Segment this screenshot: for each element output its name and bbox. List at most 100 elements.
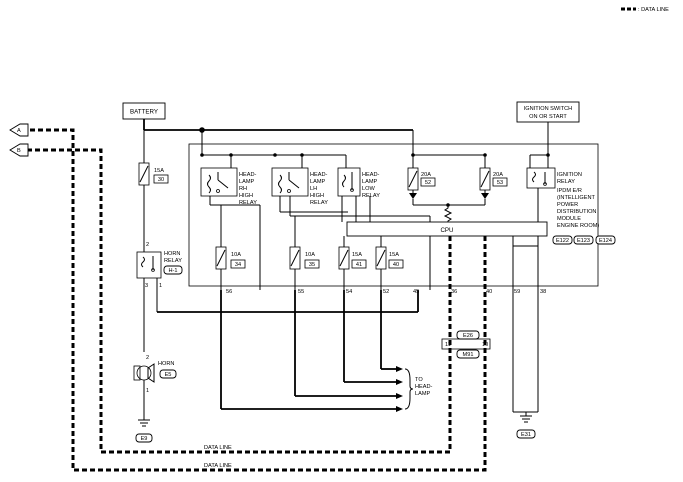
ipdm-er: IPDM E/R (INTELLIGENT POWER DISTRIBUTION… [188,143,616,287]
rh-relay-line4: HIGH [239,193,253,199]
resistor [413,203,485,222]
fuse-40-num: 40 [393,262,399,268]
low-relay-line2: LAMP [362,179,378,185]
horn-relay-pin-top: 2 [146,242,149,248]
terminal-38: 38 [540,289,546,295]
data-lines: DATA LINE DATA LINE [28,128,487,472]
terminal-56: 56 [226,289,232,295]
terminal-40: 40 [486,289,492,295]
fuse-30-num: 30 [158,177,164,183]
ignition-switch-line1: IGNITION SWITCH [524,106,572,112]
ipdm-line5: MODULE [557,216,581,222]
ipdm-line1: IPDM E/R [557,188,582,194]
horn-connector: E5 [165,372,172,378]
relay-internal-wiring [209,196,431,290]
to-headlamp-line3: LAMP [415,391,431,397]
rh-relay-line5: RELAY [239,200,257,206]
cpu-label: CPU [440,227,453,234]
fuse-35: 10A 35 [289,216,320,290]
low-relay-line3: LOW [362,186,375,192]
ipdm-line4: DISTRIBUTION [557,209,596,215]
fuse-41-amp: 15A [352,252,362,258]
fuse-41-num: 41 [356,262,362,268]
rh-relay-line3: RH [239,186,247,192]
off-page-upper: A [17,128,21,134]
data-line-legend: : DATA LINE [621,7,669,13]
fuse-34-num: 34 [235,262,241,268]
horn-relay-line2: RELAY [164,258,182,264]
battery-label: BATTERY [130,109,158,116]
ipdm-line3: POWER [557,202,578,208]
fuse-52: 20A 52 [407,167,436,205]
terminal-52: 52 [383,289,389,295]
lh-relay-line4: HIGH [310,193,324,199]
horn-relay-pin-left: 3 [145,283,148,289]
fuse-30-amp: 15A [154,168,164,174]
ignition-switch-line2: ON OR START [529,114,567,120]
cpu: CPU [346,221,548,237]
terminal-45: 45 [413,289,419,295]
fuse-41: 15A 41 [338,236,367,290]
ground-e9: E9 [135,419,153,443]
horn-relay-pin-right: 1 [159,283,162,289]
rh-relay-line1: HEAD- [239,172,257,178]
fuse-30: 15A 30 [138,162,169,252]
ipdm-line2: (INTELLIGENT [557,195,596,201]
to-headlamp-line1: TO [415,377,423,383]
ignition-switch: IGNITION SWITCH ON OR START [516,101,580,123]
horn-pin-bottom: 1 [146,388,149,394]
lh-relay-line5: RELAY [310,200,328,206]
headlamp-rh-high-relay: HEAD- LAMP RH HIGH RELAY [200,167,257,206]
terminal-36: 36 [451,289,457,295]
fuse-53: 20A 53 [479,167,508,205]
fuse-34-amp: 10A [231,252,241,258]
fuse-40-amp: 15A [389,252,399,258]
ipdm-line6: ENGINE ROOM) [557,223,599,229]
horn-relay: 2 HORN RELAY H-1 3 1 [136,242,419,352]
ignition-relay-line1: IGNITION [557,172,582,178]
battery: BATTERY [122,102,166,120]
ipdm-connector-e124: E124 [599,238,612,244]
data-line-lower-label: DATA LINE [204,463,232,469]
ignition-relay-line2: RELAY [557,179,575,185]
ground-e31-label: E31 [521,432,531,438]
fuse-52-num: 52 [425,180,431,186]
ignition-relay: IGNITION RELAY [526,167,582,222]
fuse-34: 10A 34 [215,205,246,290]
ignition-feed [529,122,550,168]
ground-e9-label: E9 [141,436,148,442]
ipdm-terminals: 56 55 54 52 45 36 40 59 38 [226,289,546,295]
low-relay-line4: RELAY [362,193,380,199]
low-relay-line1: HEAD- [362,172,380,178]
terminal-59: 59 [514,289,520,295]
lh-relay-line2: LAMP [310,179,326,185]
lh-relay-line1: HEAD- [310,172,328,178]
headlamp-output-wires: TO HEAD- LAMP [220,290,433,412]
to-headlamp-line2: HEAD- [415,384,433,390]
horn-label: HORN [158,361,174,367]
headlamp-low-relay: HEAD- LAMP LOW RELAY [337,167,380,199]
ipdm-connector-e123: E123 [577,238,590,244]
horn: HORN E5 2 1 [133,355,177,420]
lh-relay-line3: LH [310,186,317,192]
joint-pin-left: 11 [445,342,451,348]
horn-relay-line1: HORN [164,251,180,257]
horn-pin-top: 2 [146,355,149,361]
joint-connector: E26 11 10 M91 [441,330,491,359]
fuse-53-num: 53 [497,180,503,186]
ground-e31: E31 [512,236,539,439]
joint-connector-bottom: M91 [463,352,474,358]
terminal-55: 55 [298,289,304,295]
fuse-52-amp: 20A [421,172,431,178]
fuse-35-num: 35 [309,262,315,268]
off-page-connectors: A B [9,123,29,157]
headlamp-lh-high-relay: HEAD- LAMP LH HIGH RELAY [271,167,328,206]
battery-bus [143,119,487,168]
legend-label: : DATA LINE [638,7,669,13]
horn-relay-connector: H-1 [168,268,177,274]
terminal-54: 54 [346,289,352,295]
joint-connector-top: E26 [463,333,473,339]
fuse-35-amp: 10A [305,252,315,258]
fuse-40: 15A 40 [375,236,404,290]
